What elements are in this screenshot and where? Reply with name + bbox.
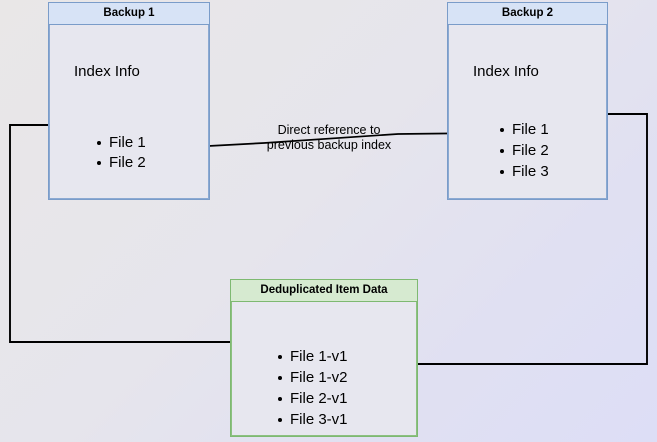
list-item: File 2 (96, 153, 146, 173)
direct-reference-label: Direct reference to previous backup inde… (248, 123, 410, 153)
dedup-title: Deduplicated Item Data (260, 283, 388, 296)
backup-1-title: Backup 1 (103, 6, 155, 19)
dedup-body: File 1-v1 File 1-v2 File 2-v1 File 3-v1 (231, 302, 417, 436)
backup-2-title: Backup 2 (501, 6, 554, 19)
list-item: File 3 (499, 161, 549, 182)
backup-2-file-list: File 1 File 2 File 3 (499, 119, 549, 182)
backup-1-box: Backup 1 Index Info File 1 File 2 (48, 2, 210, 200)
dedup-header: Deduplicated Item Data (231, 280, 417, 302)
backup-2-box: Backup 2 Index Info File 1 File 2 File 3 (447, 2, 608, 200)
direct-reference-line-1: Direct reference to (277, 123, 381, 137)
list-item: File 1-v1 (277, 346, 348, 367)
dedup-file-list: File 1-v1 File 1-v2 File 2-v1 File 3-v1 (277, 346, 348, 430)
list-item: File 2-v1 (277, 388, 348, 409)
list-item: File 1 (96, 133, 146, 153)
list-item: File 2 (499, 140, 549, 161)
backup-2-header: Backup 2 (448, 3, 607, 25)
deduplicated-item-data-box: Deduplicated Item Data File 1-v1 File 1-… (230, 279, 418, 437)
backup-1-file-list: File 1 File 2 (96, 133, 146, 173)
backup-1-header: Backup 1 (49, 3, 209, 25)
connector-backup2-to-dedup (384, 113, 648, 368)
list-item: File 3-v1 (277, 409, 348, 430)
backup-1-subtitle: Index Info (74, 63, 140, 80)
connector-backup2-to-backup1 (170, 132, 490, 152)
backup-2-subtitle: Index Info (473, 63, 539, 80)
list-item: File 1 (499, 119, 549, 140)
list-item: File 1-v2 (277, 367, 348, 388)
direct-reference-line-2: previous backup index (266, 138, 392, 152)
backup-1-body: Index Info File 1 File 2 (49, 25, 209, 199)
backup-2-body: Index Info File 1 File 2 File 3 (448, 25, 607, 199)
